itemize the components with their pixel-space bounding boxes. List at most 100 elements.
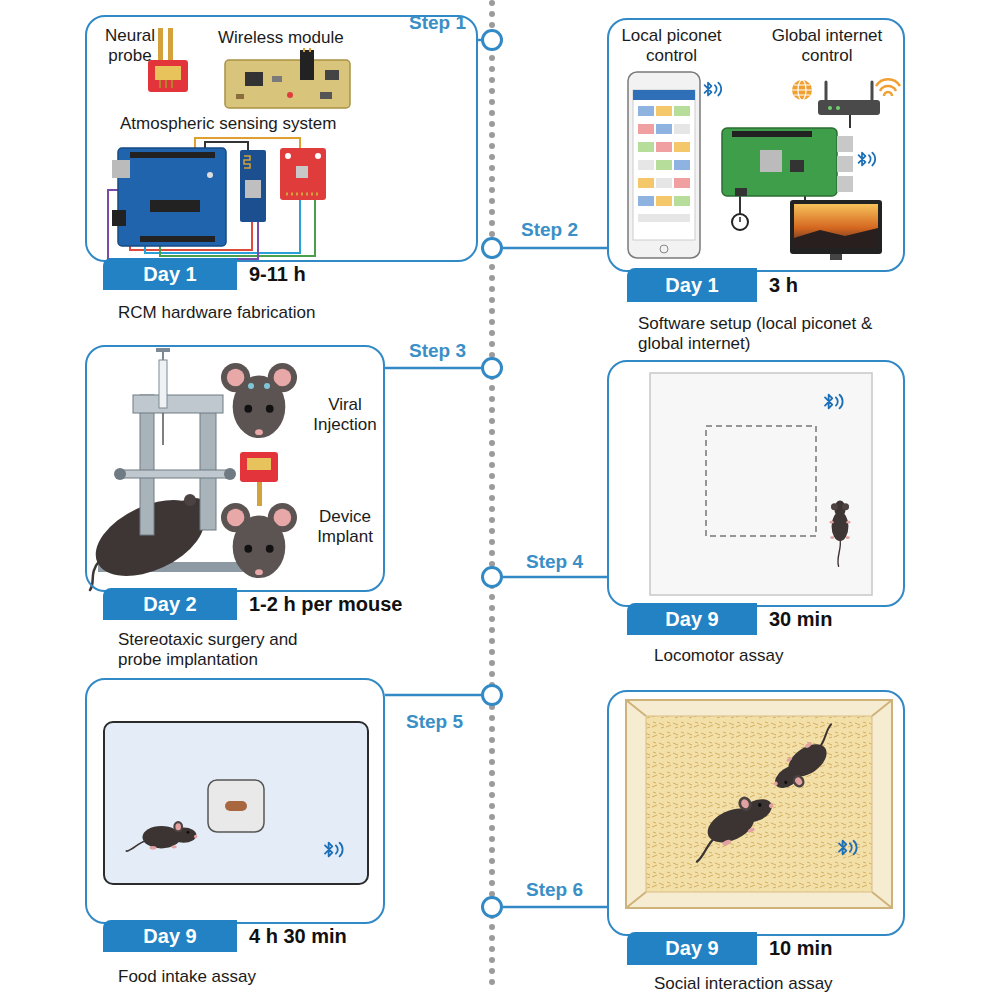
injection-site (264, 383, 270, 389)
router (818, 100, 880, 115)
wireless-module (272, 76, 282, 82)
arduino-board (112, 210, 126, 226)
bluetooth-icon (839, 841, 857, 855)
power-button (732, 214, 748, 230)
stereotaxic-frame (90, 560, 100, 590)
caption: Locomotor assay (654, 646, 783, 666)
smartphone (633, 90, 695, 240)
mouse (765, 724, 851, 799)
wireless-module (300, 50, 314, 80)
stereotaxic-frame (156, 348, 170, 352)
smartphone (638, 160, 654, 170)
panel: Viral InjectionDevice ImplantStereotaxic… (85, 345, 385, 592)
wireless-module (304, 48, 310, 52)
neural-probe (148, 60, 188, 92)
neural-probe (160, 80, 172, 88)
duration-label: 3 h (769, 274, 798, 297)
open-field-arena (650, 373, 872, 595)
smartphone (656, 106, 672, 116)
stereotaxic-frame (224, 468, 236, 480)
duration-label: 30 min (769, 608, 832, 631)
atmospheric-sensor (286, 193, 320, 196)
stereotaxic-frame (133, 395, 223, 413)
wireless-module (325, 70, 339, 80)
implanted-device (240, 452, 278, 482)
duration-label: 10 min (769, 937, 832, 960)
wireless-module (225, 60, 350, 108)
bluetooth-module (240, 150, 266, 222)
arduino-board (118, 148, 226, 246)
wifi-icon (876, 79, 900, 86)
bluetooth-icon (705, 83, 722, 96)
raspberry-pi (849, 115, 851, 128)
step-label: Step 4 (526, 551, 583, 574)
step-label: Step 1 (409, 12, 466, 35)
connector (503, 247, 607, 250)
step-label: Step 5 (406, 711, 463, 734)
smartphone (656, 196, 672, 206)
smartphone (633, 90, 695, 100)
wifi-icon (884, 92, 892, 96)
tab-label: Day 1 (627, 268, 757, 302)
smartphone (660, 245, 668, 253)
power-button (739, 217, 741, 222)
neural-probe (155, 66, 181, 80)
raspberry-pi (837, 136, 853, 152)
panel: Local piconet controlGlobal internet con… (607, 18, 905, 272)
atmospheric-sensor (296, 166, 308, 178)
connector (385, 694, 481, 697)
connector (385, 367, 481, 370)
smartphone (656, 124, 672, 134)
tab-label: Day 1 (103, 258, 237, 290)
duration-label: 9-11 h (249, 263, 306, 286)
connector (503, 906, 607, 909)
panel: Food intake assay (85, 678, 385, 924)
mouse-head (221, 363, 297, 438)
smartphone (628, 72, 700, 258)
monitor (794, 228, 878, 248)
smartphone (638, 142, 654, 152)
mouse (765, 724, 851, 799)
bluetooth-module (240, 150, 266, 222)
neural-probe (168, 28, 173, 64)
day-tab: Day 2 (103, 588, 237, 620)
wireless-module (236, 94, 244, 99)
router (828, 106, 832, 110)
smartphone (638, 124, 654, 134)
smartphone (638, 106, 654, 116)
raspberry-pi (722, 128, 837, 196)
arduino-board (150, 200, 200, 212)
panel: Locomotor assay (607, 360, 905, 607)
connector (503, 576, 607, 579)
smartphone (674, 160, 690, 170)
router (818, 82, 880, 115)
part-label: Atmospheric sensing system (120, 114, 336, 134)
smartphone (638, 214, 690, 222)
part-label: Wireless module (218, 28, 344, 48)
stereotaxic-frame (140, 395, 154, 535)
step-marker: Step 5 (481, 684, 503, 706)
step-label: Step 6 (526, 879, 583, 902)
raspberry-pi (722, 115, 853, 214)
step-label: Step 2 (521, 219, 578, 242)
wireless-module (287, 92, 293, 98)
smartphone (674, 196, 690, 206)
caption: RCM hardware fabrication (118, 303, 315, 323)
part-label: Neural probe (99, 26, 161, 66)
center-zone (706, 426, 816, 536)
day-tab: Day 1 (627, 268, 757, 302)
bluetooth-module (245, 180, 261, 198)
monitor (794, 204, 878, 248)
day-tab: Day 1 (103, 258, 237, 290)
implanted-device (240, 452, 278, 506)
step-marker: Step 1 (481, 29, 503, 51)
router (836, 106, 840, 110)
step-marker: Step 4 (481, 566, 503, 588)
panel: Neural probe Wireless moduleAtmospheric s… (85, 15, 478, 262)
bluetooth-icon (325, 843, 343, 857)
stereotaxic-frame (162, 352, 164, 360)
timeline-spine (489, 3, 495, 993)
duration-label: 4 h 30 min (249, 925, 347, 948)
bluetooth-icon (825, 395, 843, 409)
arduino-board (130, 152, 215, 158)
